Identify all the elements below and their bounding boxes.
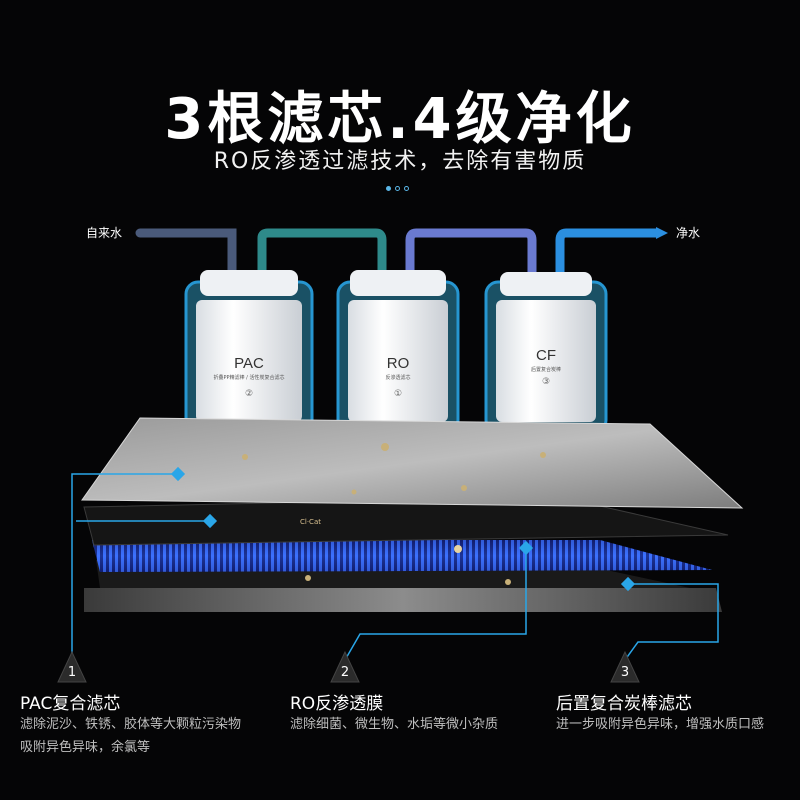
step-2-number: 2 xyxy=(340,665,350,680)
cartridge-number-cf: ③ xyxy=(542,377,550,387)
step-1-triangle-icon xyxy=(57,650,87,683)
step-3-title: 后置复合炭棒滤芯 xyxy=(556,694,692,714)
cartridge-code-cf: CF xyxy=(536,347,556,364)
cartridge-number-ro: ① xyxy=(394,389,402,399)
callout-line-2 xyxy=(344,548,527,661)
callout-line-1 xyxy=(71,473,178,660)
cartridge-small-text-cf: 后置复合炭棒 xyxy=(531,366,561,373)
cartridge-code-pac: PAC xyxy=(234,355,264,372)
page-title: 3根滤芯.4级净化 xyxy=(164,87,636,152)
pipe-pac-to-ro xyxy=(257,228,387,295)
pager-dots xyxy=(386,186,409,191)
cartridge-small-text-pac: 折叠PP精滤棒 / 活性炭复合滤芯 xyxy=(214,374,285,381)
step-2-title: RO反渗透膜 xyxy=(290,694,384,714)
pager-dot xyxy=(386,186,391,191)
outlet-pipe xyxy=(555,228,661,295)
inlet-label: 自来水 xyxy=(86,226,123,240)
step-1-number: 1 xyxy=(67,665,77,680)
step-1-desc: 滤除泥沙、铁锈、胶体等大颗粒污染物 吸附异色异味，余氯等 xyxy=(20,713,241,759)
callout-line-3 xyxy=(624,583,719,661)
step-2-triangle-icon xyxy=(330,650,360,683)
step-3-triangle-icon xyxy=(610,650,640,683)
layer-carbon-bar xyxy=(84,588,722,612)
particles xyxy=(242,443,546,585)
page-subtitle: RO反渗透过滤技术，去除有害物质 xyxy=(213,149,587,174)
step-3-desc-line: 进一步吸附异色异味，增强水质口感 xyxy=(556,717,765,732)
cartridge-small-text-ro: 反渗透滤芯 xyxy=(385,374,410,381)
cartridge-cf xyxy=(484,272,608,434)
pager-dot xyxy=(404,186,409,191)
step-1-title: PAC复合滤芯 xyxy=(20,694,121,714)
step-3-desc: 进一步吸附异色异味，增强水质口感 xyxy=(556,713,764,736)
callout-markers xyxy=(170,466,636,592)
outlet-label: 净水 xyxy=(676,226,701,240)
cartridge-code-ro: RO xyxy=(387,355,410,372)
filter-layers xyxy=(81,417,744,612)
cartridge-number-pac: ② xyxy=(245,389,253,399)
pager-dot xyxy=(395,186,400,191)
callout-lines xyxy=(71,473,719,661)
layer-pac-plate xyxy=(81,417,744,509)
layer-tag: Cl·Cat xyxy=(300,518,321,526)
step-2-desc-line: 滤除细菌、微生物、水垢等微小杂质 xyxy=(290,717,499,732)
step-1-desc-line: 滤除泥沙、铁锈、胶体等大颗粒污染物 xyxy=(20,717,242,732)
outlet-arrow-icon xyxy=(656,227,668,239)
cartridge-pac xyxy=(184,270,314,434)
step-3-number: 3 xyxy=(620,665,630,680)
cartridge-ro xyxy=(336,270,460,434)
pipe-ro-to-cf xyxy=(405,228,537,295)
step-1-desc-line: 吸附异色异味，余氯等 xyxy=(20,740,151,755)
step-2-desc: 滤除细菌、微生物、水垢等微小杂质 xyxy=(290,713,498,736)
